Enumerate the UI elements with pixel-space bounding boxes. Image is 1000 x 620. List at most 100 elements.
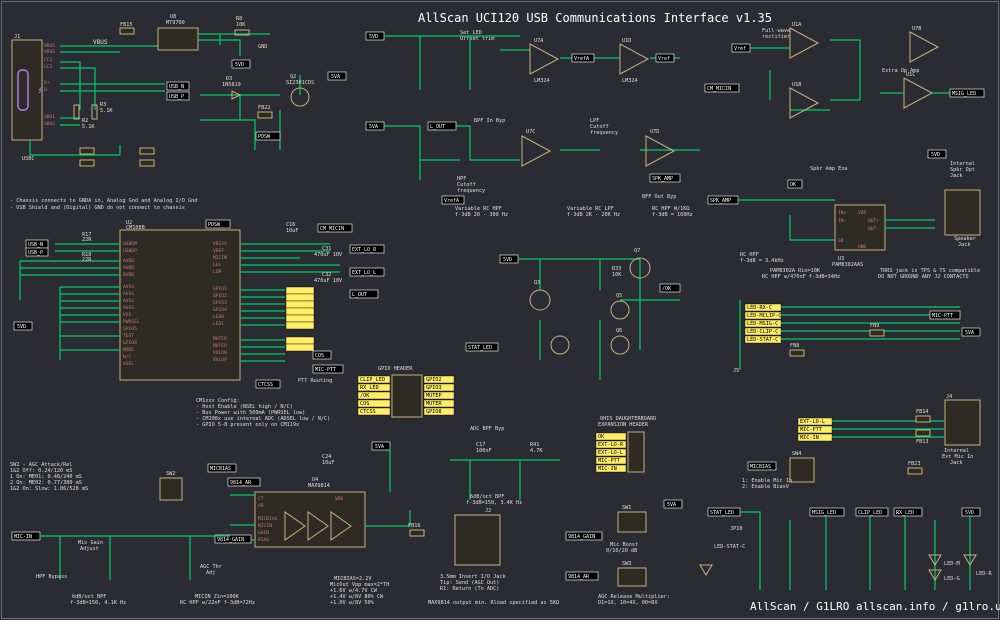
q6-transistor — [610, 335, 630, 355]
led-offset-label: Set LED — [460, 30, 482, 36]
q2-mosfet — [290, 87, 310, 107]
c17-ref: C17 — [476, 442, 485, 448]
svg-text:MIC-IN: MIC-IN — [14, 534, 32, 540]
r8-value: 10K — [236, 22, 246, 28]
c24-ref: C24 — [322, 454, 331, 460]
sw1-switch — [617, 511, 647, 533]
u7d-ref: U7D — [650, 129, 659, 135]
svg-text:MIC-PTT: MIC-PTT — [598, 458, 620, 464]
svg-text:1&2 Off: 0.24/120 mS: 1&2 Off: 0.24/120 mS — [10, 468, 72, 474]
svg-text:MICBIAS: MICBIAS — [210, 466, 231, 472]
svg-text:AVSS: AVSS — [123, 291, 134, 297]
led-d4-label: LED-STAT-C — [714, 544, 745, 550]
svg-text:Cutoff: Cutoff — [457, 182, 476, 188]
svg-text:VSS: VSS — [123, 312, 132, 318]
svg-text:EXPANSION HEADER: EXPANSION HEADER — [598, 422, 649, 428]
svg-text:+1.6V w/4.7V CW: +1.6V w/4.7V CW — [330, 588, 378, 594]
svg-text:CTCSS: CTCSS — [258, 382, 273, 388]
internal-spkr-label: Internal — [950, 161, 975, 167]
u1d-value: LM324 — [622, 78, 638, 84]
r3-ref: R3 — [100, 102, 106, 108]
svg-text:GPIO3: GPIO3 — [426, 385, 442, 391]
svg-text:MIC-IN: MIC-IN — [598, 466, 617, 472]
extra-opamp-label: Extra Op Amp — [882, 68, 919, 74]
svg-text:CLIP_LED: CLIP_LED — [360, 377, 385, 383]
svg-text:OUT-: OUT- — [868, 226, 879, 232]
input-bpf-note: 6dB/oct BPF — [72, 594, 106, 600]
svg-text:GPIO2: GPIO2 — [213, 293, 227, 299]
svg-text:- Bus Power with 500mA (PWRSEL: - Bus Power with 500mA (PWRSEL low) — [196, 410, 305, 416]
mic-boost-label: Mic Boost — [610, 542, 638, 548]
svg-text:f-3dB 2K - 20K Hz: f-3dB 2K - 20K Hz — [567, 212, 620, 218]
r33-value: 10K — [612, 272, 622, 278]
svg-text:LED-RX-C: LED-RX-C — [747, 305, 772, 311]
ext-lo-l-net — [349, 267, 385, 277]
svg-text:VBIAS: VBIAS — [213, 241, 227, 247]
trs-note: TRRS jack is TPS & TS compatible — [880, 268, 980, 274]
led-d5 — [928, 554, 942, 566]
svg-text:VBUS: VBUS — [44, 49, 55, 55]
u7c-opamp — [521, 135, 552, 167]
svg-text:5VD: 5VD — [931, 152, 940, 158]
u7a-value: LM324 — [534, 78, 550, 84]
svg-text:MODE: MODE — [123, 347, 134, 353]
svg-text:D-: D- — [44, 87, 50, 93]
sw4-enable-note: 1: Enable Mic In — [742, 478, 792, 484]
svg-text:Spkr Opt: Spkr Opt — [950, 167, 975, 173]
d3-ref: D3 — [226, 76, 232, 82]
svg-text:9814_GAIN: 9814_GAIN — [217, 537, 244, 543]
svg-text:LOL: LOL — [213, 262, 222, 268]
insert-jack-note: 3.5mm Insert I/O Jack — [440, 574, 506, 580]
u7b-ref: U7B — [912, 26, 921, 32]
svg-text:STAT_LED: STAT_LED — [710, 510, 734, 516]
5vd-net-top — [231, 59, 251, 69]
fb13-ref: FB13 — [916, 439, 929, 445]
svg-text:VOLDN: VOLDN — [213, 350, 227, 356]
svg-text:PDSW: PDSW — [258, 134, 271, 140]
rx-led-net-bottom — [893, 507, 923, 517]
r41-value: 4.7K — [530, 448, 543, 454]
speaker-jack-j2 — [944, 189, 981, 236]
insert-jack-j2 — [454, 514, 501, 566]
svg-text:STAT_LED: STAT_LED — [468, 345, 492, 351]
svg-text:Vref: Vref — [734, 46, 746, 52]
svg-text:AR: AR — [258, 503, 264, 509]
svg-text:rectifier: rectifier — [762, 34, 790, 40]
svg-text:MIC-PTT: MIC-PTT — [800, 427, 822, 433]
vbus-net-label: VBUS — [93, 39, 108, 46]
svg-text:VDD: VDD — [335, 496, 344, 502]
cos-net — [312, 350, 332, 360]
usbc-label: USBC — [22, 156, 35, 162]
c16-value: 10uF — [286, 228, 299, 234]
svg-text:TEST: TEST — [123, 333, 134, 339]
svg-text:RX_LED: RX_LED — [896, 510, 914, 516]
svg-text:Vref: Vref — [658, 56, 670, 62]
svg-text:EXT-LO-R: EXT-LO-R — [598, 442, 624, 448]
q6-ref: Q6 — [616, 328, 622, 334]
usb-n-net — [166, 81, 190, 101]
svg-text:1&2 On: Slow: 1.06/528 mS: 1&2 On: Slow: 1.06/528 mS — [10, 486, 88, 492]
note-shield: - USB Shield and (Digital) GND do not co… — [10, 205, 185, 211]
clip-led-net-bottom — [855, 507, 889, 517]
svg-text:f-3dB=150, 3.4K Hz: f-3dB=150, 3.4K Hz — [466, 500, 522, 506]
u1d-opamp — [619, 43, 650, 75]
svg-text:GAIN: GAIN — [258, 530, 269, 536]
r8-ref: R8 — [236, 16, 242, 22]
u7b-opamp — [909, 31, 940, 63]
sw2-switch — [159, 477, 183, 501]
micbias-net-sw4 — [747, 461, 777, 471]
svg-text:PDSW: PDSW — [208, 222, 221, 228]
spkr-amp-note: PAM8302A Rin=10K — [770, 268, 821, 274]
svg-text:5VD: 5VD — [17, 324, 26, 330]
spk-amp-net-top — [649, 173, 681, 183]
usbc-connector: ⭍ USBC J1 — [11, 34, 43, 162]
svg-text:f-3dB = 3.4kHz: f-3dB = 3.4kHz — [740, 258, 784, 264]
stat-led-net — [465, 342, 499, 352]
c31-value: 470uF 10V — [314, 252, 342, 258]
svg-text:LED0: LED0 — [213, 314, 224, 320]
svg-text:Jack: Jack — [958, 242, 971, 248]
svg-text:MICBIAS: MICBIAS — [750, 464, 771, 470]
j2-ref: J2 — [485, 508, 491, 514]
